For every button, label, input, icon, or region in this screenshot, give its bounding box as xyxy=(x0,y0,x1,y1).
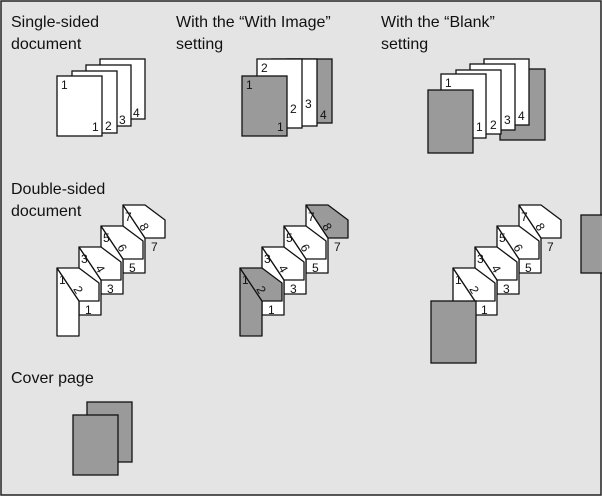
front-page-number: 3 xyxy=(81,252,88,266)
page-num-4-bottom: 4 xyxy=(133,106,140,120)
bottom-page-number: 7 xyxy=(334,240,341,254)
page-num-1-bottom: 1 xyxy=(92,120,99,134)
front-page-number: 7 xyxy=(125,210,132,224)
front-page-number: 3 xyxy=(264,252,271,266)
page-num-1: 1 xyxy=(61,78,68,92)
header-with-image-line2: setting xyxy=(176,36,223,53)
header-with-image-line1: With the “With Image” xyxy=(176,14,331,31)
back-page-panel xyxy=(239,267,283,302)
header-single-sided-line2: document xyxy=(11,36,82,53)
back-page-panel xyxy=(100,225,144,260)
header-blank-line2: setting xyxy=(381,36,428,53)
front-page-number: 7 xyxy=(308,210,315,224)
back-page-panel xyxy=(474,246,518,281)
cover-page-sheets xyxy=(72,401,133,476)
page-num-2-top: 2 xyxy=(261,61,268,75)
front-page-number: 5 xyxy=(499,231,506,245)
single-sided-stack: 1 1 2 3 4 xyxy=(56,58,146,137)
blank-sheet-back xyxy=(580,214,602,274)
bottom-page-number: 7 xyxy=(151,240,158,254)
front-page-number: 5 xyxy=(286,231,293,245)
page-num-3-bottom: 3 xyxy=(504,113,511,127)
cover-sheet-front xyxy=(72,414,119,476)
with-image-stack: 2 1 1 2 3 4 xyxy=(241,58,333,137)
bottom-page-number: 1 xyxy=(268,303,275,317)
bottom-page-number: 5 xyxy=(129,261,136,275)
back-page-panel xyxy=(122,204,166,239)
page-num-3-bottom: 3 xyxy=(119,113,126,127)
front-page-number: 1 xyxy=(455,273,462,287)
page-num-2-bottom: 2 xyxy=(290,102,297,116)
bottom-page-number: 3 xyxy=(503,282,510,296)
sheet-1 xyxy=(241,75,288,137)
bottom-page-number: 5 xyxy=(525,261,532,275)
header-double-sided-line1: Double-sided xyxy=(11,181,105,198)
back-page-panel xyxy=(261,246,305,281)
front-page-number: 5 xyxy=(103,231,110,245)
page-num-4-bottom: 4 xyxy=(320,108,327,122)
header-blank-line1: With the “Blank” xyxy=(381,14,495,31)
back-page-panel xyxy=(56,267,100,302)
page-num-2-bottom: 2 xyxy=(105,119,112,133)
back-page-panel xyxy=(518,204,562,239)
back-page-panel xyxy=(283,225,327,260)
page-num-3-bottom: 3 xyxy=(305,97,312,111)
sheet-1 xyxy=(56,75,103,137)
bottom-page-number: 1 xyxy=(85,303,92,317)
back-page-panel xyxy=(496,225,540,260)
page-num-1-top: 1 xyxy=(246,78,253,92)
back-page-panel xyxy=(78,246,122,281)
blank-stack: 1 1 2 3 4 xyxy=(427,58,546,154)
front-page-number: 7 xyxy=(521,210,528,224)
header-single-sided-line1: Single-sided xyxy=(11,14,99,31)
page-num-2-bottom: 2 xyxy=(490,118,497,132)
page-num-1-top: 1 xyxy=(445,76,452,90)
blank-sheet-front xyxy=(430,300,477,364)
back-page-panel xyxy=(305,204,349,239)
page-num-1-bottom: 1 xyxy=(277,120,284,134)
front-page-number: 1 xyxy=(242,273,249,287)
bottom-page-number: 7 xyxy=(547,240,554,254)
page-num-1-bottom: 1 xyxy=(476,120,483,134)
front-page-number: 3 xyxy=(477,252,484,266)
header-double-sided-line2: document xyxy=(11,203,82,220)
bottom-page-number: 5 xyxy=(312,261,319,275)
bottom-page-number: 1 xyxy=(481,303,488,317)
back-page-panel xyxy=(452,267,496,302)
header-cover-page: Cover page xyxy=(11,370,94,387)
bottom-page-number: 3 xyxy=(290,282,297,296)
blank-sheet-front xyxy=(427,89,474,154)
page-num-4-bottom: 4 xyxy=(518,109,525,123)
bottom-page-number: 3 xyxy=(107,282,114,296)
front-page-number: 1 xyxy=(59,273,66,287)
